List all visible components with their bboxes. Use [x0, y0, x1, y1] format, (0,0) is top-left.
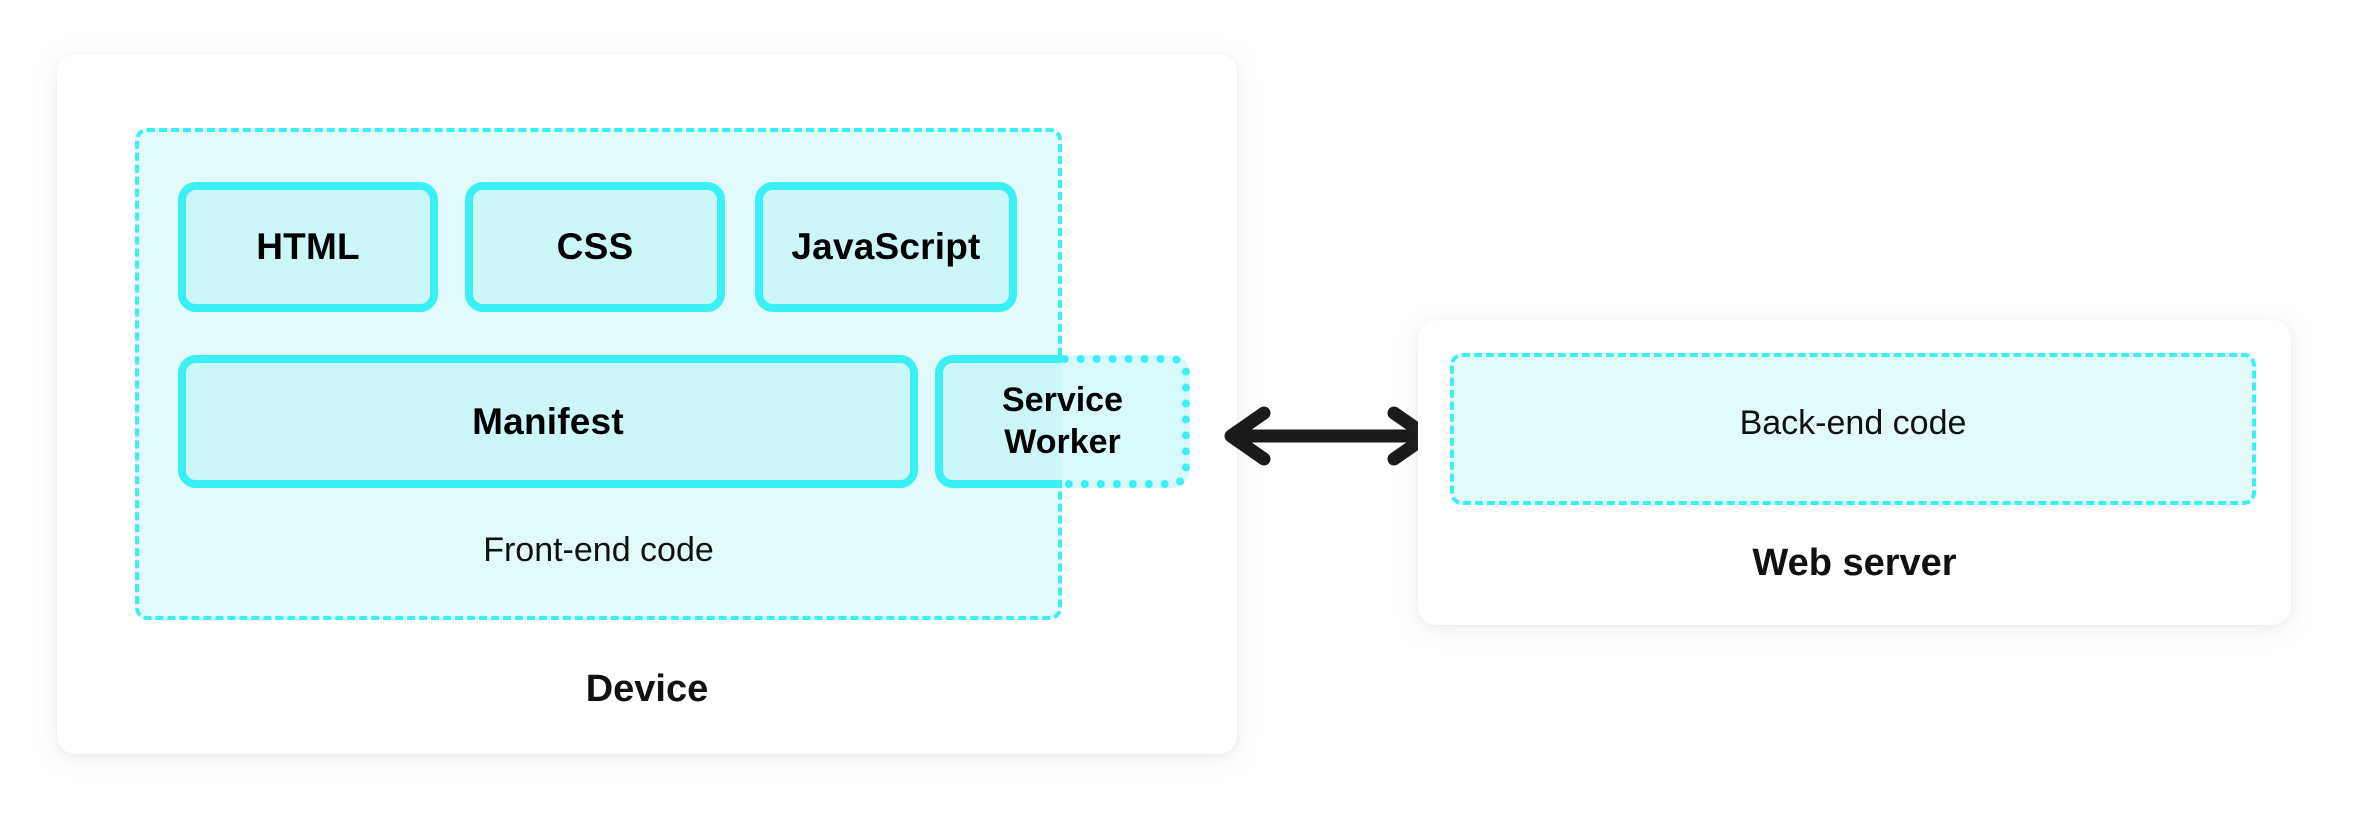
bidirectional-arrow-icon [1218, 400, 1440, 472]
front-end-code-caption: Front-end code [483, 531, 714, 569]
tech-box-service-worker[interactable]: Service Worker [935, 355, 1190, 488]
service-worker-label: Service Worker [935, 355, 1190, 488]
tech-box-css[interactable]: CSS [465, 182, 725, 312]
service-worker-outer-border [1062, 355, 1190, 488]
tech-box-html-label: HTML [256, 226, 360, 267]
service-worker-label-line1: Service [1002, 381, 1123, 420]
back-end-code-region [1450, 353, 2256, 505]
service-worker-label-line2: Worker [1004, 422, 1121, 461]
device-caption: Device [585, 668, 709, 710]
back-end-code-caption: Back-end code [1739, 404, 1967, 442]
tech-box-javascript-label: JavaScript [791, 226, 981, 267]
tech-box-manifest-label: Manifest [472, 400, 624, 442]
tech-box-css-label: CSS [556, 226, 634, 267]
service-worker-inner-border [935, 355, 1062, 488]
tech-box-manifest[interactable]: Manifest [178, 355, 918, 488]
tech-box-javascript[interactable]: JavaScript [755, 182, 1017, 312]
web-server-caption: Web server [1752, 542, 1957, 584]
tech-box-html[interactable]: HTML [178, 182, 438, 312]
